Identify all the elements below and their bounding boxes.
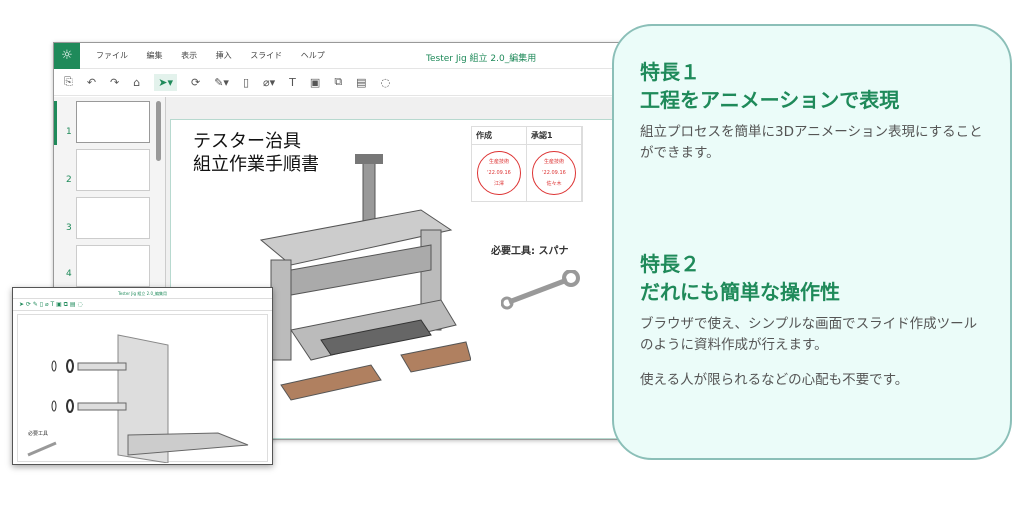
feature1-body: 組立プロセスを簡単に3Dアニメーション表現にすることができます。 [640, 124, 983, 161]
mini-toolbar: ➤ ⟳ ✎ ▯ ⌀ T ▣ ⧉ ▤ ◌ [13, 299, 272, 311]
menu-edit[interactable]: 編集 [146, 51, 163, 60]
menu-insert[interactable]: 挿入 [215, 51, 232, 60]
feature2-note: 使える人が限られるなどの心配も不要です。 [640, 372, 909, 388]
sidebar-scrollbar[interactable] [156, 101, 161, 161]
title-bar: ☼ ファイル 編集 表示 挿入 スライド ヘルプ Tester Jig 組立 2… [54, 42, 652, 69]
measure-icon[interactable]: ⌀▾ [263, 75, 276, 89]
exploded-assembly-model [27, 334, 249, 464]
menu-bar: ファイル 編集 表示 挿入 スライド ヘルプ [80, 50, 325, 61]
toolbar: ⎘ ↶ ↷ ⌂ ➤▾ ⟳ ✎▾ ▯ ⌀▾ T ▣ ⧉ ▤ ◌ [54, 69, 652, 96]
slide-thumbnail-3[interactable] [76, 197, 150, 239]
approval-header: 作成 [472, 127, 526, 145]
slide-number: 1 [66, 127, 72, 137]
rotate-icon[interactable]: ⟳ [190, 75, 201, 89]
mini-tools-label: 必要工具 [28, 431, 49, 437]
table-icon[interactable]: ▤ [356, 75, 367, 89]
shape-icon[interactable]: ⧉ [334, 75, 343, 88]
slide-number: 2 [66, 175, 72, 185]
new-slide-icon[interactable]: ⎘ [64, 75, 73, 88]
mini-document-title: Tester Jig 組立 2.0_編集用 [13, 288, 272, 299]
slide-thumbnail-4[interactable] [76, 245, 150, 287]
approval-header: 承認1 [527, 127, 581, 145]
redo-icon[interactable]: ↷ [110, 75, 120, 89]
comment-icon[interactable]: ◌ [380, 75, 391, 89]
feature2-body: ブラウザで使え、シンプルな画面でスライド作成ツールのように資料作成が行えます。 [640, 316, 978, 353]
slide-thumbnail-2[interactable] [76, 149, 150, 191]
menu-help[interactable]: ヘルプ [300, 51, 325, 60]
wrench-icon [501, 270, 580, 310]
slide-title: テスター治具組立作業手順書 [193, 130, 319, 176]
menu-view[interactable]: 表示 [181, 51, 198, 60]
slide-number: 3 [66, 223, 72, 233]
pen-icon[interactable]: ✎▾ [214, 75, 229, 89]
image-icon[interactable]: ▣ [309, 75, 321, 89]
required-tools-label: 必要工具: スパナ [491, 246, 569, 257]
slide-title-line1: テスター治具 [193, 131, 301, 152]
slide-title-line2: 組立作業手順書 [193, 154, 319, 175]
home-icon[interactable]: ⌂ [133, 75, 141, 89]
split-icon[interactable]: ▯ [242, 75, 250, 89]
undo-icon[interactable]: ↶ [86, 75, 97, 89]
slide-number: 4 [66, 269, 72, 279]
app-logo-icon: ☼ [54, 42, 80, 69]
tester-jig-3d-model[interactable] [251, 150, 471, 420]
menu-slide[interactable]: スライド [250, 51, 283, 60]
mini-editor-window: Tester Jig 組立 2.0_編集用 ➤ ⟳ ✎ ▯ ⌀ T ▣ ⧉ ▤ … [12, 287, 273, 465]
mini-slide: 必要工具 [17, 314, 268, 464]
active-slide-marker [54, 101, 57, 145]
menu-file[interactable]: ファイル [96, 51, 128, 60]
pointer-icon[interactable]: ➤▾ [154, 73, 177, 91]
text-icon[interactable]: T [289, 75, 296, 89]
slide-thumbnail-1[interactable] [76, 101, 150, 143]
document-title[interactable]: Tester Jig 組立 2.0_編集用 [426, 54, 537, 64]
